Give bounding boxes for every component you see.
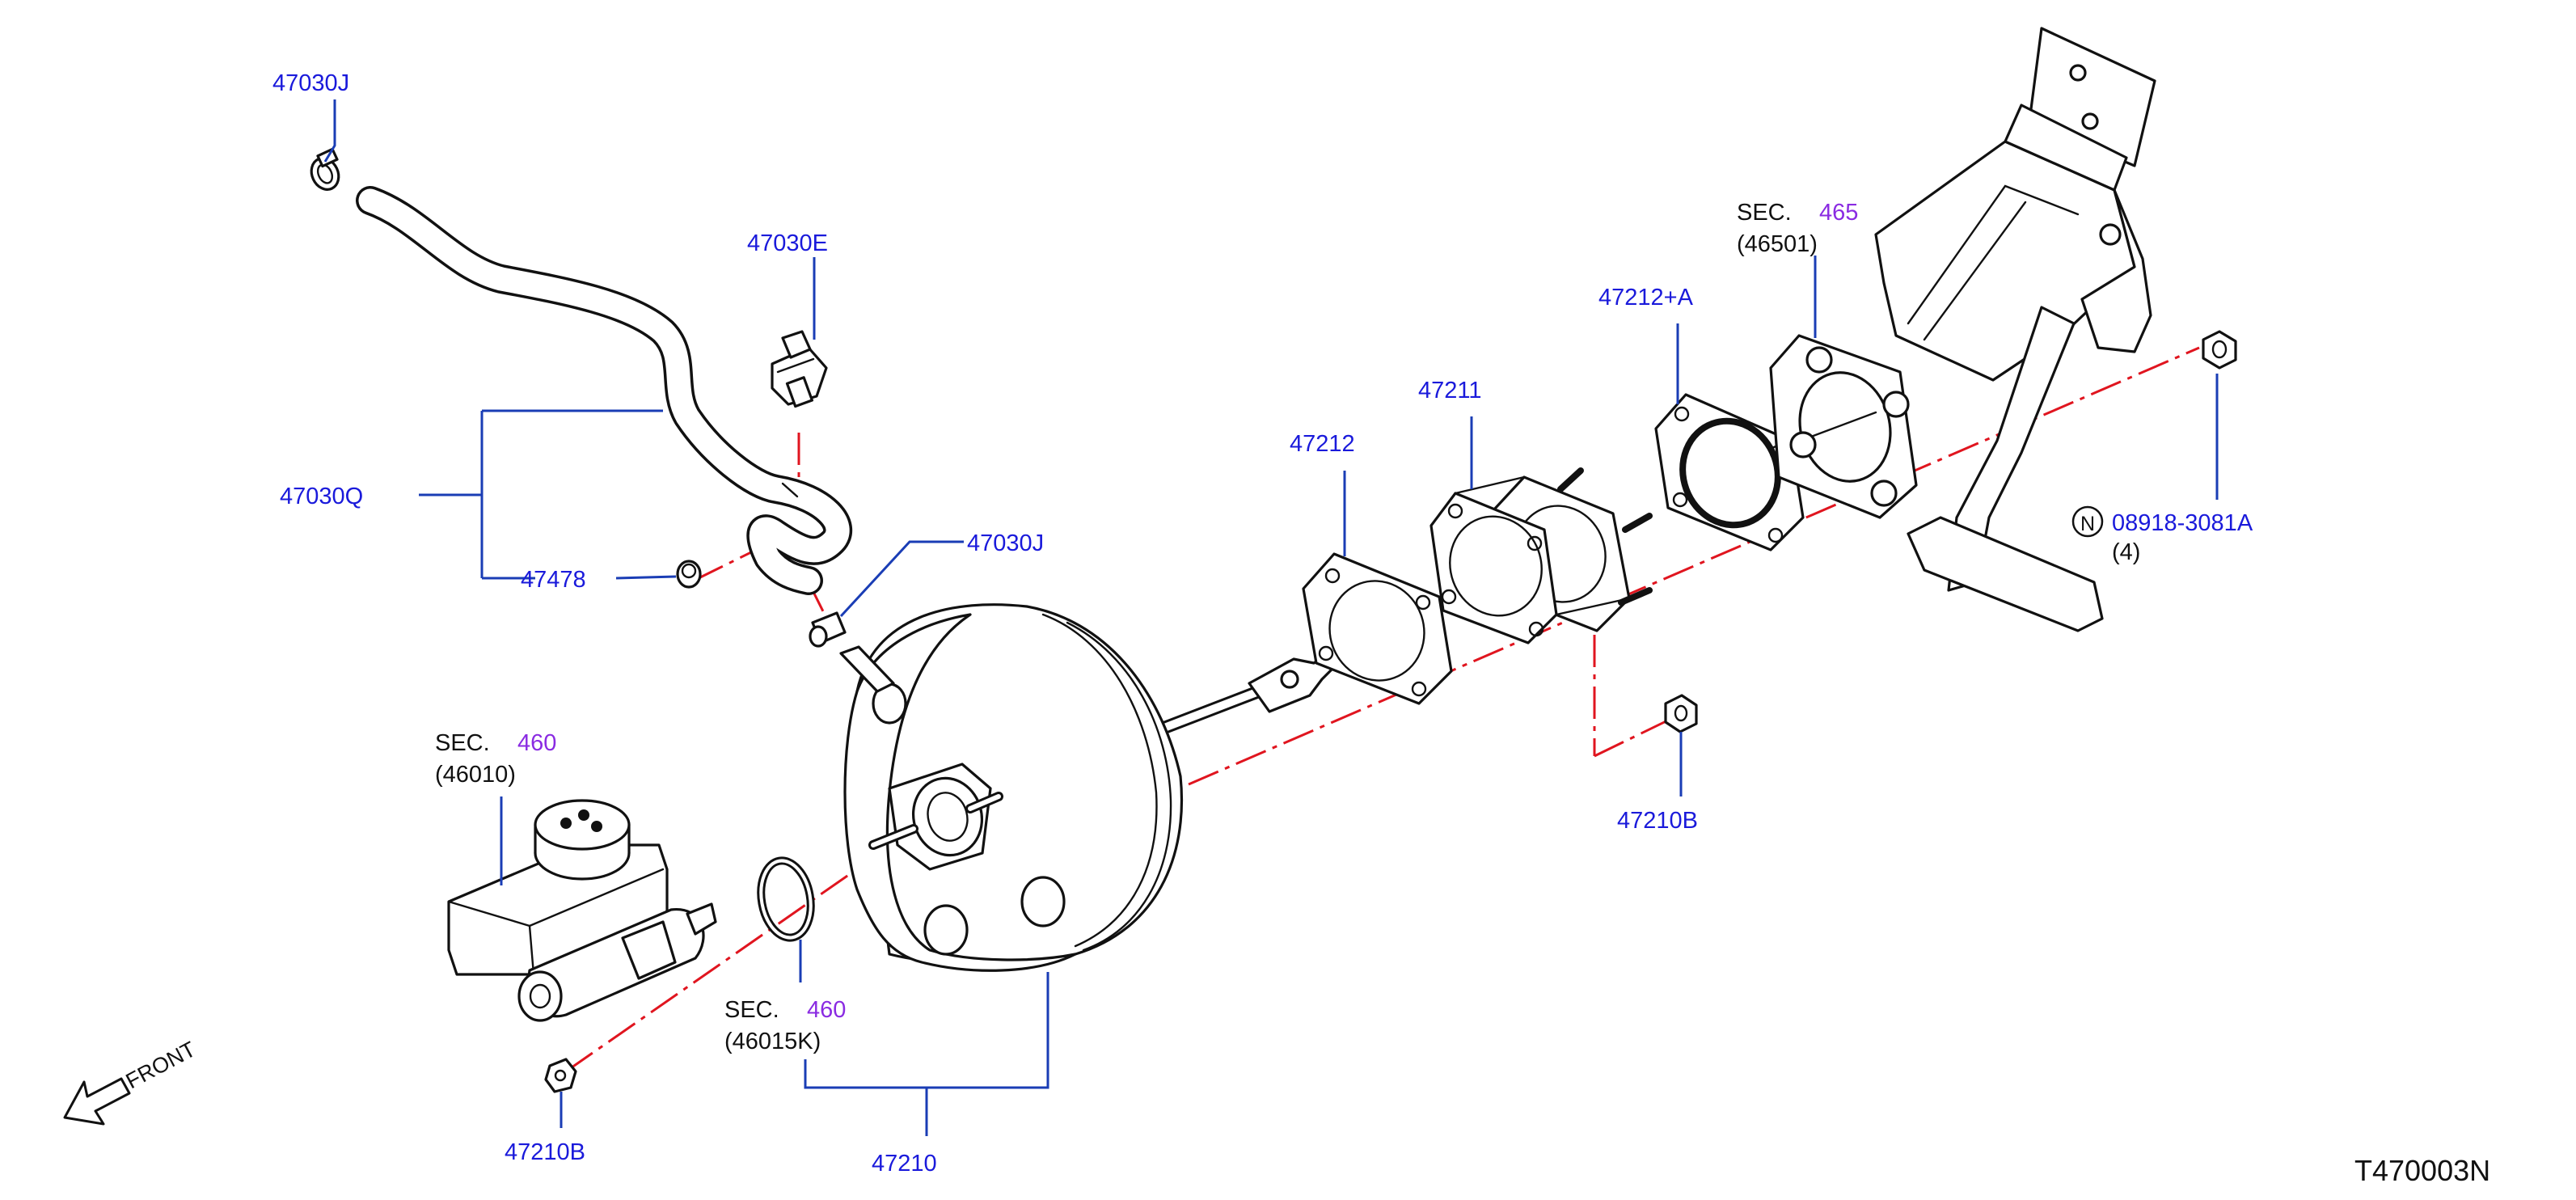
section-code: (46010) <box>435 762 516 788</box>
section-code: (46015K) <box>724 1029 821 1054</box>
front-arrow-icon <box>63 1077 131 1126</box>
callout-gasket-front: 47212 <box>1290 431 1355 457</box>
hose-clamp-lower-part <box>809 611 847 648</box>
brake-pedal-bracket-part <box>1769 27 2156 632</box>
callout-vacuum-hose: 47030Q <box>280 484 363 509</box>
spacer-part <box>1429 467 1653 644</box>
section-ref-master-cylinder: SEC. 460 (46010) <box>435 730 556 788</box>
vacuum-plug-part <box>676 560 702 589</box>
front-label: FRONT <box>122 1037 200 1093</box>
callout-pedal-nut: N 08918-3081A (4) <box>2071 505 2253 565</box>
callout-nut-center: 47210B <box>1617 808 1698 834</box>
callout-hose-clamp-lower: 47030J <box>967 530 1044 556</box>
section-number: 460 <box>517 730 556 756</box>
n-symbol: N <box>2080 513 2095 535</box>
section-ref-pedal: SEC. 465 (46501) <box>1737 200 1858 257</box>
hose-clamp-top-part <box>310 147 340 191</box>
callout-nut-bottom: 47210B <box>505 1139 585 1165</box>
callout-spacer: 47211 <box>1418 378 1482 404</box>
callout-hose-clamp-top: 47030J <box>272 70 349 96</box>
callout-gasket-rear: 47212+A <box>1598 285 1694 311</box>
callout-vacuum-valve: 47030E <box>747 230 828 256</box>
assembly-axis-lines <box>565 346 2200 1073</box>
pedal-nut-quantity: (4) <box>2112 539 2140 565</box>
vacuum-hose-part <box>356 186 852 595</box>
section-ref-o-ring: SEC. 460 (46015K) <box>724 997 846 1054</box>
section-number: 465 <box>1819 200 1858 226</box>
section-prefix: SEC. <box>435 730 490 756</box>
leader-lines <box>323 99 2219 1136</box>
gasket-front-part <box>1302 552 1453 705</box>
callout-vacuum-plug: 47478 <box>521 567 586 593</box>
vacuum-check-valve-part <box>771 330 828 408</box>
pedal-nut-number: 08918-3081A <box>2112 510 2253 536</box>
nut-bottom-part <box>544 1058 577 1093</box>
section-prefix: SEC. <box>724 997 779 1023</box>
section-prefix: SEC. <box>1737 200 1792 226</box>
front-direction-indicator: FRONT <box>63 1037 200 1126</box>
pedal-nut-part <box>2202 330 2237 370</box>
o-ring-part <box>757 856 815 942</box>
nut-center-part <box>1664 694 1698 733</box>
drawing-reference: T470003N <box>2354 1154 2490 1187</box>
master-cylinder-part <box>447 799 717 1022</box>
brake-booster-part <box>839 603 1336 972</box>
gasket-rear-part <box>1654 393 1805 551</box>
section-code: (46501) <box>1737 231 1818 257</box>
section-number: 460 <box>807 997 846 1023</box>
callout-booster-assembly: 47210 <box>872 1151 937 1177</box>
